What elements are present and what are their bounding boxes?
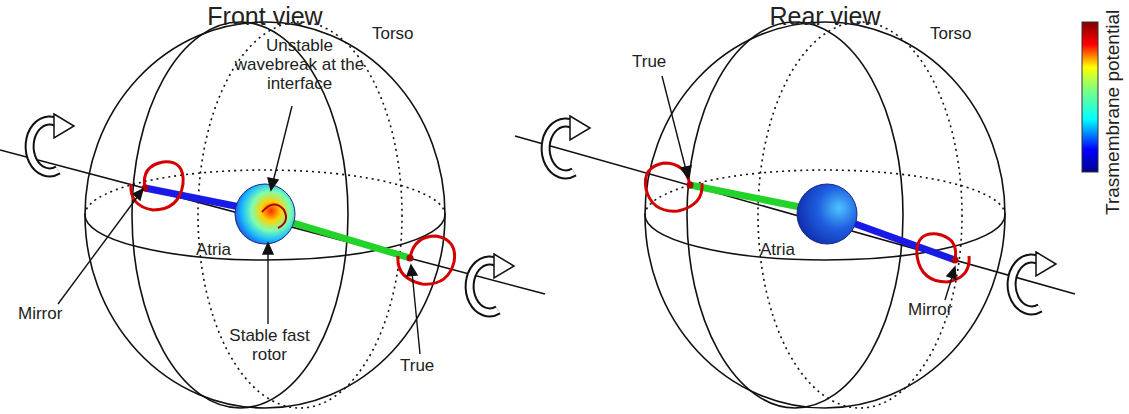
view-title: Front view bbox=[185, 2, 345, 30]
scroll-wave bbox=[645, 163, 969, 282]
callout-text: Mirror bbox=[18, 304, 88, 323]
callout-text: True bbox=[632, 52, 692, 71]
rotation-arrow bbox=[546, 116, 1056, 310]
callout-text: True bbox=[400, 356, 460, 375]
leader-line bbox=[662, 76, 956, 300]
atria-label: Atria bbox=[760, 240, 820, 259]
true-bar bbox=[690, 185, 800, 207]
torso-sphere-front bbox=[85, 22, 445, 408]
mirror-bar bbox=[145, 188, 240, 207]
atria-sphere bbox=[235, 184, 295, 244]
leader-line bbox=[58, 106, 420, 354]
mirror-bar bbox=[850, 222, 955, 260]
color-bar bbox=[1082, 22, 1098, 172]
true-bar bbox=[290, 222, 410, 258]
torso-label: Torso bbox=[372, 24, 442, 43]
rotation-arrow bbox=[30, 114, 514, 312]
fast-rotor bbox=[262, 204, 286, 228]
callout-text: Mirror bbox=[908, 300, 978, 319]
atria-sphere bbox=[797, 184, 857, 244]
rotation-axis bbox=[515, 136, 1075, 294]
atria-label: Atria bbox=[196, 240, 256, 259]
view-title: Rear view bbox=[750, 2, 900, 30]
callout-text: Stable fast rotor bbox=[222, 326, 317, 364]
torso-label: Torso bbox=[930, 24, 1000, 43]
torso-sphere-rear bbox=[645, 22, 1005, 408]
callout-text: Unstable wavebreak at the interface bbox=[232, 36, 367, 93]
legend-text: Trasmembrane potential bbox=[1102, 10, 1123, 215]
scroll-wave bbox=[131, 162, 455, 284]
